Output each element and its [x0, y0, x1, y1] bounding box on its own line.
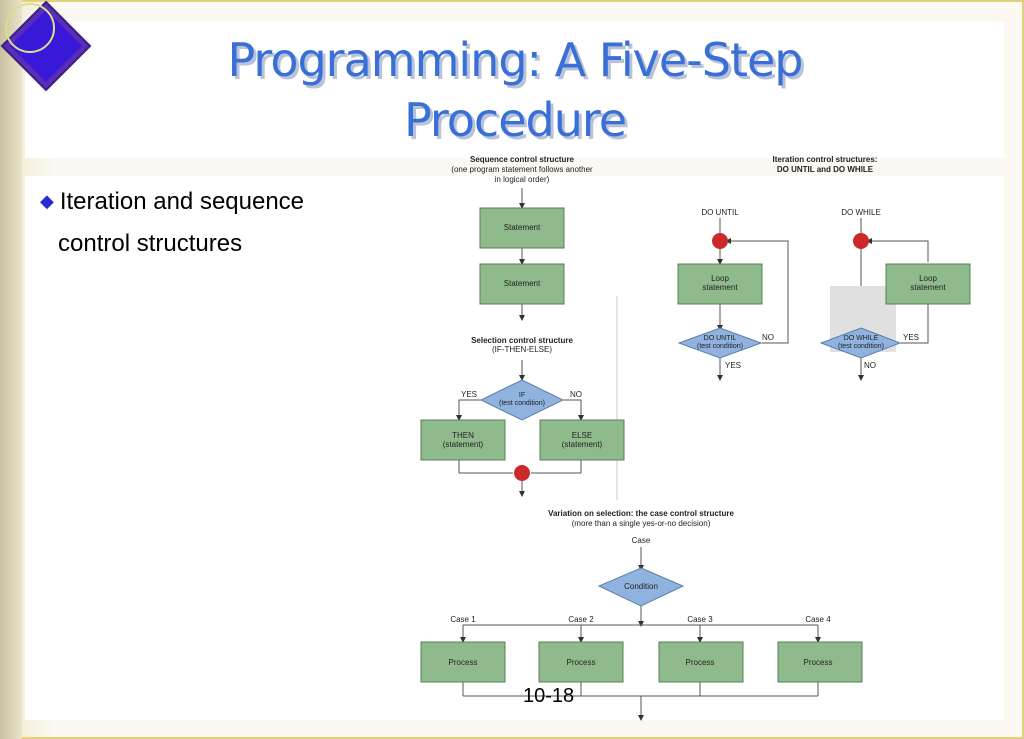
title-line-1: Programming: A Five-Step [227, 33, 804, 87]
control-structures-diagram: Sequence control structure (one program … [420, 155, 971, 721]
case-heading: Variation on selection: the case control… [548, 509, 734, 518]
if-cond-line-2: (test condition) [499, 400, 545, 407]
process-box-3 [658, 641, 744, 683]
while-condition-diamond [819, 327, 902, 359]
left-decorative-stripe [0, 0, 22, 739]
sequence-sub-2: in logical order) [495, 175, 550, 184]
bullet-line-2: control structures [58, 230, 243, 257]
until-connector-dot [712, 233, 728, 249]
then-box [420, 419, 506, 461]
diamond-logo-icon [0, 0, 92, 92]
sequence-box-1-label: Statement [504, 223, 541, 232]
while-loop-box [885, 263, 971, 305]
while-loop-line-2: statement [910, 283, 946, 292]
diamond-bullet-icon: ◆ [40, 191, 54, 211]
sequence-statement-box-2 [479, 263, 565, 305]
while-connector-dot [853, 233, 869, 249]
process-2-label: Process [567, 658, 596, 667]
process-3-label: Process [686, 658, 715, 667]
until-loop-line-1: Loop [711, 274, 729, 283]
sequence-box-2-label: Statement [504, 279, 541, 288]
case-4-label: Case 4 [805, 615, 831, 624]
sequence-heading: Sequence control structure [470, 155, 575, 164]
iteration-heading-1: Iteration control structures: [773, 155, 878, 164]
process-1-label: Process [449, 658, 478, 667]
case-condition-diamond [597, 567, 685, 607]
then-line-1: THEN [452, 431, 474, 440]
if-cond-line-1: IF [519, 392, 525, 399]
while-no-label: NO [864, 361, 876, 370]
until-label: DO UNTIL [701, 208, 739, 217]
while-cond-line-2: (test condition) [838, 343, 884, 350]
title-panel [25, 22, 1004, 158]
else-line-1: ELSE [572, 431, 592, 440]
until-yes-label: YES [725, 361, 741, 370]
if-no-label: NO [570, 390, 582, 399]
process-box-4 [777, 641, 863, 683]
case-3-label: Case 3 [687, 615, 713, 624]
process-box-1 [420, 641, 506, 683]
while-cond-line-1: DO WHILE [844, 335, 879, 342]
case-top-label: Case [632, 536, 651, 545]
else-box [539, 419, 625, 461]
process-4-label: Process [804, 658, 833, 667]
until-loop-box [677, 263, 763, 305]
if-condition-diamond [479, 379, 565, 421]
case-sub: (more than a single yes-or-no decision) [572, 519, 711, 528]
until-loop-line-2: statement [702, 283, 738, 292]
selection-heading: Selection control structure [471, 336, 573, 345]
process-box-2 [538, 641, 624, 683]
else-line-2: (statement) [562, 440, 603, 449]
slide-title: Programming: A Five-Step Procedure [140, 30, 890, 150]
sequence-sub-1: (one program statement follows another [451, 165, 593, 174]
selection-connector-dot [514, 465, 530, 481]
bullet-line-1: Iteration and sequence [59, 188, 305, 215]
until-cond-line-1: DO UNTIL [704, 335, 737, 342]
then-line-2: (statement) [443, 440, 484, 449]
until-no-label: NO [762, 333, 774, 342]
until-condition-diamond [677, 327, 763, 359]
while-label: DO WHILE [841, 208, 881, 217]
iteration-heading-2: DO UNTIL and DO WHILE [777, 165, 874, 174]
bullet-item: ◆Iteration and sequence control structur… [40, 180, 370, 265]
sequence-statement-box-1 [479, 207, 565, 249]
slide-number: 10-18 [523, 685, 575, 707]
case-2-label: Case 2 [568, 615, 594, 624]
case-condition-label: Condition [624, 582, 658, 591]
if-yes-label: YES [461, 390, 477, 399]
while-loop-line-1: Loop [919, 274, 937, 283]
case-1-label: Case 1 [450, 615, 476, 624]
selection-sub: (IF-THEN-ELSE) [492, 345, 552, 354]
while-yes-label: YES [903, 333, 919, 342]
title-line-2: Procedure [403, 93, 627, 147]
until-cond-line-2: (test condition) [697, 343, 743, 350]
